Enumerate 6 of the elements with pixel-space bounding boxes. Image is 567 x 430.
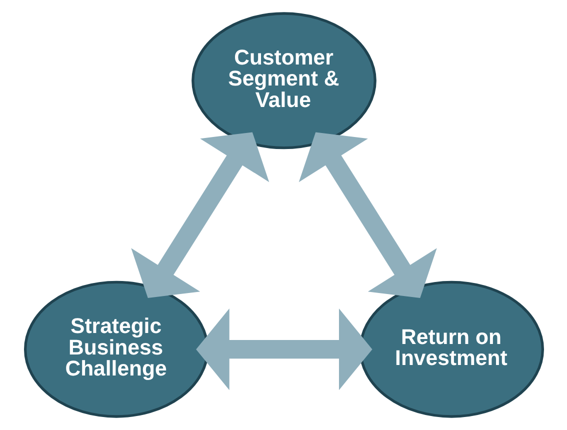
arrow [196,308,372,390]
node-ellipse: Return on Investment [358,280,544,418]
arrow [298,132,436,298]
arrow [130,132,269,298]
node-ellipse: Customer Segment & Value [191,12,376,150]
node-ellipse: Strategic Business Challenge [24,280,208,418]
